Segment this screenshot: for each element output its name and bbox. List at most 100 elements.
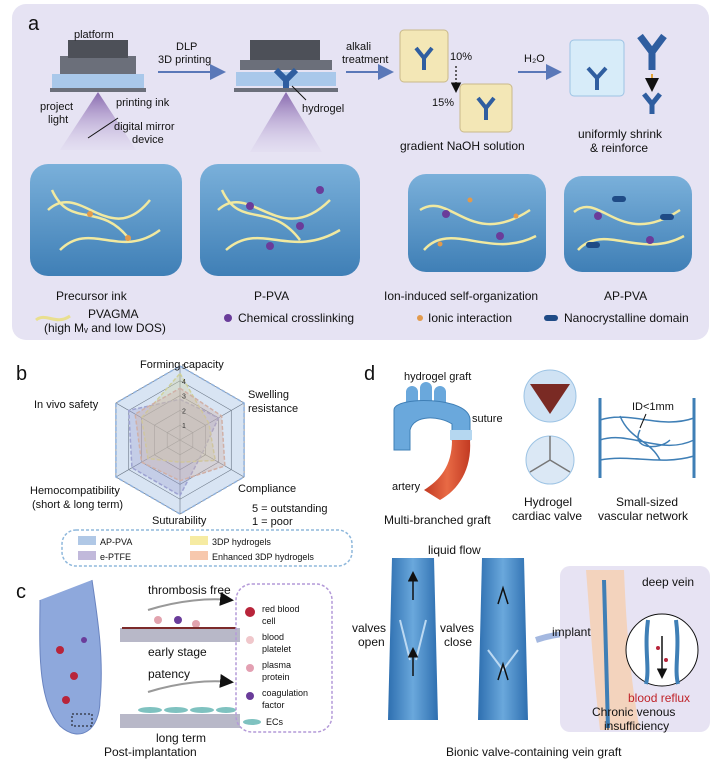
valves-open-label-2: open <box>358 635 385 649</box>
radar-eptfe <box>127 398 220 497</box>
legend-3dp: 3DP hydrogels <box>212 537 271 547</box>
stage-label-ion: Ion-induced self-organization <box>384 289 538 303</box>
axis-compliance: Compliance <box>238 483 296 495</box>
beaker-15 <box>459 83 513 133</box>
radar-spoke <box>179 402 245 441</box>
radar-tick-label: 1 <box>182 423 186 430</box>
radar-tick-label: 5 <box>182 364 186 371</box>
beaker-10 <box>399 29 449 83</box>
legend-platelet-2: platelet <box>262 644 292 654</box>
stage-label-precursor: Precursor ink <box>56 289 128 303</box>
gradient-label: gradient NaOH solution <box>400 139 525 153</box>
chem-crosslink-swatch <box>224 314 232 322</box>
legend-ap-pva: AP-PVA <box>100 537 132 547</box>
panel-b: b 1 2 3 4 5 Forming capacity Swelling resist… <box>16 359 353 567</box>
panel-b-letter: b <box>16 363 27 385</box>
id-label: ID<1mm <box>632 401 674 413</box>
alkali-label: alkali <box>346 41 371 53</box>
dlp-label: DLP <box>176 41 197 53</box>
water-beaker <box>569 33 667 114</box>
radar-tick-label: 3 <box>182 394 186 401</box>
platform-label: platform <box>74 29 114 41</box>
axis-suturability: Suturability <box>152 515 207 527</box>
valves-close-label: valves <box>440 621 474 635</box>
artery-label: artery <box>392 481 421 493</box>
legend-plasma-2: protein <box>262 672 290 682</box>
cvi-box <box>560 566 710 732</box>
legend-rbc: red blood <box>262 604 300 614</box>
stage-label-p-pva: P-PVA <box>254 289 289 303</box>
project-light-label-2: light <box>48 114 68 126</box>
radar-3dp <box>140 372 217 463</box>
radar-tick-label: 4 <box>182 379 186 386</box>
reflux-label: blood reflux <box>628 691 690 705</box>
scale-note: 5 = outstanding <box>252 503 328 515</box>
radar-enhanced <box>134 387 226 482</box>
cube-p-pva <box>200 164 360 276</box>
legend-pvagma-2: (high Mᵥ and low DOS) <box>44 321 166 335</box>
panel-c-letter: c <box>16 581 26 603</box>
radar-ap-pva <box>115 365 245 515</box>
suture-label: suture <box>472 413 503 425</box>
vein-valves-open <box>388 558 438 720</box>
dlp-label-2: 3D printing <box>158 54 211 66</box>
patency-label: patency <box>148 667 190 681</box>
cardiac-valve <box>523 369 577 485</box>
stage-label-ap-pva: AP-PVA <box>604 289 647 303</box>
network-caption: Small-sized <box>616 495 678 509</box>
vein-valves-close <box>478 558 528 720</box>
printer-hydrogel-stage <box>234 40 338 152</box>
hydrogel-graft-label: hydrogel graft <box>404 371 471 383</box>
network-caption-2: vascular network <box>598 509 689 523</box>
axis-swelling-2: resistance <box>248 403 298 415</box>
thrombosis-label: thrombosis free <box>148 583 231 597</box>
cube-precursor <box>30 164 182 276</box>
legend-chem: Chemical crosslinking <box>238 311 354 325</box>
legend-enhanced: Enhanced 3DP hydrogels <box>212 552 314 562</box>
panel-d: d hydrogel graft suture artery Multi-bra… <box>352 363 710 759</box>
legend-rbc-2: cell <box>262 616 276 626</box>
vascular-network <box>598 397 696 478</box>
valve-caption-2: cardiac valve <box>512 509 582 523</box>
valves-close-label-2: close <box>444 635 472 649</box>
panel-a: a platform printing ink project light di… <box>12 4 709 340</box>
legend-ecs: ECs <box>266 717 284 727</box>
axis-swelling: Swelling <box>248 389 289 401</box>
axis-invivo: In vivo safety <box>34 399 99 411</box>
dmd-label-2: device <box>132 134 164 146</box>
cvi-label-2: insufficiency <box>604 719 669 733</box>
legend-plasma: plasma <box>262 660 291 670</box>
multi-branched-caption: Multi-branched graft <box>384 513 491 527</box>
axis-forming: Forming capacity <box>140 359 224 371</box>
radar-legend-box <box>61 529 353 567</box>
legend-eptfe: e-PTFE <box>100 552 131 562</box>
implant-label: implant <box>552 625 591 639</box>
radar-spoke <box>179 439 245 478</box>
cube-ion-self-organization <box>408 174 546 272</box>
panel-d-letter: d <box>364 363 375 385</box>
deep-vein-label: deep vein <box>642 575 694 589</box>
shrink-label-2: & reinforce <box>590 141 648 155</box>
legend-coag: coagulation <box>262 688 308 698</box>
radar-tick-label: 2 <box>182 408 186 415</box>
printer-ink-stage <box>50 40 146 150</box>
multi-branched-graft <box>393 382 472 500</box>
valve-caption: Hydrogel <box>524 495 572 509</box>
legend-pvagma: PVAGMA <box>88 307 138 321</box>
radar-spoke <box>115 402 181 441</box>
radar-chart: 1 2 3 4 5 <box>115 364 245 515</box>
hydrogel-label: hydrogel <box>302 103 344 115</box>
legend-coag-2: factor <box>262 700 285 710</box>
legend-ionic: Ionic interaction <box>428 311 512 325</box>
early-stage-label: early stage <box>148 645 207 659</box>
shrink-label: uniformly shrink <box>578 127 663 141</box>
panel-d-caption: Bionic valve-containing vein graft <box>446 745 622 759</box>
ionic-swatch <box>417 315 423 321</box>
cvi-label: Chronic venous <box>592 705 675 719</box>
vessel-graft <box>39 579 102 735</box>
project-light-label: project <box>40 101 73 113</box>
valves-open-label: valves <box>352 621 386 635</box>
pvagma-swatch <box>35 314 71 322</box>
panel-c-legend-box <box>235 583 333 733</box>
